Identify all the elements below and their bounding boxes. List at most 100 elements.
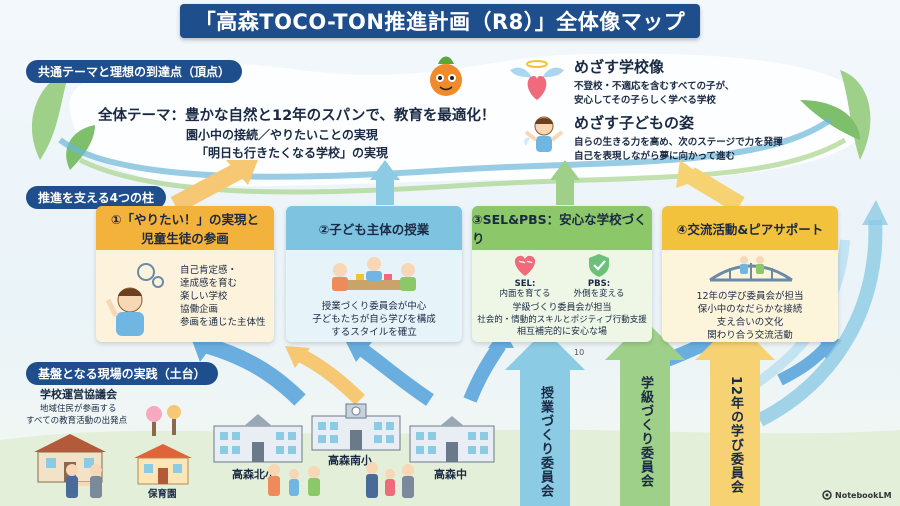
pillar-3-line-2: 社会的・情動的スキルとポジティブ行動支援 xyxy=(477,315,647,325)
council-line1: 地域住民が参画する xyxy=(40,404,117,414)
arrow-found-3 xyxy=(355,342,434,406)
goal-child-heading: めざす子どもの姿 xyxy=(574,114,695,132)
swoosh-right-1 xyxy=(756,219,883,427)
apex-cloud xyxy=(69,53,871,187)
students-collaborating-icon xyxy=(332,257,416,291)
pillar-1-line-4: 協働企画 xyxy=(180,304,219,315)
pbs-label: PBS: xyxy=(587,279,611,289)
section-label-pillars: 推進を支える4つの柱 xyxy=(26,186,166,209)
pillar-2-title1: ②子ども主体の授業 xyxy=(318,221,430,237)
leaf-left xyxy=(31,70,70,160)
pillar-2-line-3: するスタイルを確立 xyxy=(331,327,417,338)
swoosh-right-1-head xyxy=(862,200,888,225)
pbs-sub: 外側を変える xyxy=(573,289,625,299)
ribbon-green xyxy=(78,137,847,195)
page-title: 「高森TOCO-TON推進計画（R8）」全体像マップ xyxy=(194,10,686,34)
bridge-icon xyxy=(709,256,793,282)
handshake-icon xyxy=(66,464,102,498)
pillar-2-header: ②子ども主体の授業 xyxy=(286,206,462,250)
section-label-apex: 共通テーマと理想の到達点（頂点） xyxy=(26,60,243,83)
winged-heart-icon xyxy=(510,60,564,100)
child-icon xyxy=(523,116,564,152)
pillar-1-title2: 児童生徒の参画 xyxy=(141,231,229,246)
pillar-4-line-1: 12年の学び委員会が担当 xyxy=(696,291,804,302)
goal-school-line1: 不登校・不適応を含むすべての子が、 xyxy=(574,81,735,92)
leaf-right xyxy=(840,70,871,160)
pillar-3-line-3: 相互補完的に安心な場 xyxy=(516,327,607,337)
pillar-1: ①「やりたい！」の実現と 児童生徒の参画 自己肯定感・ 達成感を育む 楽しい学校… xyxy=(96,206,274,342)
arrow-found-1 xyxy=(202,337,306,406)
leaf-left-2 xyxy=(66,125,95,170)
brain-heart-icon xyxy=(514,255,536,276)
committee-arrow-2 xyxy=(605,320,685,506)
pillar-4-line-3: 支え合いの文化 xyxy=(716,317,784,328)
pillar-1-header: ①「やりたい！」の実現と 児童生徒の参画 xyxy=(96,206,274,250)
pillar-1-line-1: 自己肯定感・ xyxy=(180,265,238,276)
committee-label-1: 授業づくり委員会 xyxy=(538,386,553,498)
pillar-4: ④交流活動&ピアサポート 12年の学び委員会が担当 保小中のなだらかな接続 支え… xyxy=(662,206,838,342)
pillar-1-body: 自己肯定感・ 達成感を育む 楽しい学校 協働企画 参画を通じた主体性 xyxy=(96,250,274,342)
arrow-found-2 xyxy=(296,348,365,405)
school-south-label: 高森南小 xyxy=(328,454,372,467)
pillar-3: ③SEL&PBS：安心な学校づくり SEL: 内面を育てる PBS: 外側を変え… xyxy=(472,206,652,342)
pillar-4-line-2: 保小中のなだらかな接続 xyxy=(697,304,803,315)
page-number: 10 xyxy=(574,348,585,357)
pillar-3-line-1: 学級づくり委員会が担当 xyxy=(512,303,612,313)
school-north-icon xyxy=(213,414,303,463)
school-south-icon xyxy=(311,403,401,451)
arrow-up-4-head xyxy=(676,160,705,188)
pillar-4-body: 12年の学び委員会が担当 保小中のなだらかな接続 支え合いの文化 関わり合う交流… xyxy=(662,250,838,342)
pillar-4-title1: ④交流活動&ピアサポート xyxy=(676,221,824,237)
arrow-up-1 xyxy=(170,162,245,213)
pillar-2-body: 授業づくり委員会が中心 子どもたちが自ら学びを構成 するスタイルを確立 xyxy=(286,250,462,342)
sel-label: SEL: xyxy=(514,279,536,289)
school-north-label: 高森北小 xyxy=(232,468,276,481)
goal-child-line2: 自己を表現しながら夢に向かって進む xyxy=(574,151,736,162)
ribbon-blue xyxy=(58,117,832,180)
pillar-3-title1: ③SEL&PBS：安心な学校づくり xyxy=(472,212,647,246)
arrow-up-3-head xyxy=(550,160,580,180)
nursery-label: 保育園 xyxy=(148,489,177,500)
school-middle-label: 高森中 xyxy=(434,468,467,481)
arrow-found-2-head xyxy=(285,346,310,368)
arrow-up-1-head xyxy=(226,160,258,185)
arrow-found-4 xyxy=(463,341,506,403)
section-label-foundation: 基盤となる現場の実践（土台） xyxy=(26,362,218,385)
students-group-icon xyxy=(268,462,414,498)
council-title: 学校運営協議会 xyxy=(40,388,117,401)
pillar-2-line-2: 子どもたちが自ら学びを構成 xyxy=(312,314,436,325)
notebooklm-logo-icon xyxy=(822,490,832,500)
arrow-up-2-head xyxy=(370,160,400,180)
goal-school-line2: 安心してその子らしく学べる学校 xyxy=(574,95,716,106)
council-line2: すべての教育活動の出発点 xyxy=(26,416,128,426)
notebooklm-watermark: NotebookLM xyxy=(822,490,892,500)
boy-thinking-icon xyxy=(105,263,164,336)
school-middle-icon xyxy=(409,416,495,463)
theme-sub1: 園小中の接続／やりたいことの実現 xyxy=(186,128,378,142)
goal-school-heading: めざす学校像 xyxy=(574,58,665,76)
pillar-2-line-1: 授業づくり委員会が中心 xyxy=(321,301,427,312)
pillar-2: ②子ども主体の授業 授業づくり委員会が中心 子どもたちが自ら学びを構成 するスタ… xyxy=(286,206,462,342)
committee-arrow-3 xyxy=(695,320,775,506)
pillar-1-line-2: 達成感を育む xyxy=(180,278,238,289)
pillar-1-line-3: 楽しい学校 xyxy=(180,291,228,302)
theme-sub2: 「明日も行きたくなる学校」の実現 xyxy=(196,146,389,160)
pillar-4-line-4: 関わり合う交流活動 xyxy=(707,330,793,341)
flower-tree-icon xyxy=(146,405,181,436)
goal-child-line1: 自らの生きる力を高め、次のステージで力を発揮 xyxy=(574,137,783,148)
mascot-icon xyxy=(430,56,462,96)
committee-label-2: 学級づくり委員会 xyxy=(638,376,653,488)
title-banner: 「高森TOCO-TON推進計画（R8）」全体像マップ xyxy=(180,4,700,38)
arrow-found-3-head xyxy=(345,340,372,362)
pillar-1-line-5: 参画を通じた主体性 xyxy=(180,317,266,328)
sel-sub: 内面を育てる xyxy=(499,289,551,299)
watermark-text: NotebookLM xyxy=(835,490,892,500)
committee-arrow-1 xyxy=(505,330,585,506)
theme-main: 全体テーマ：豊かな自然と12年のスパンで、教育を最適化！ xyxy=(98,108,496,124)
pillar-3-body: SEL: 内面を育てる PBS: 外側を変える 学級づくり委員会が担当 社会的・… xyxy=(472,250,652,342)
pillar-1-title1: ①「やりたい！」の実現と xyxy=(110,212,260,227)
committee-label-3: 12年の学び委員会 xyxy=(728,376,743,495)
pillar-4-header: ④交流活動&ピアサポート xyxy=(662,206,838,250)
shield-check-icon xyxy=(589,254,609,277)
